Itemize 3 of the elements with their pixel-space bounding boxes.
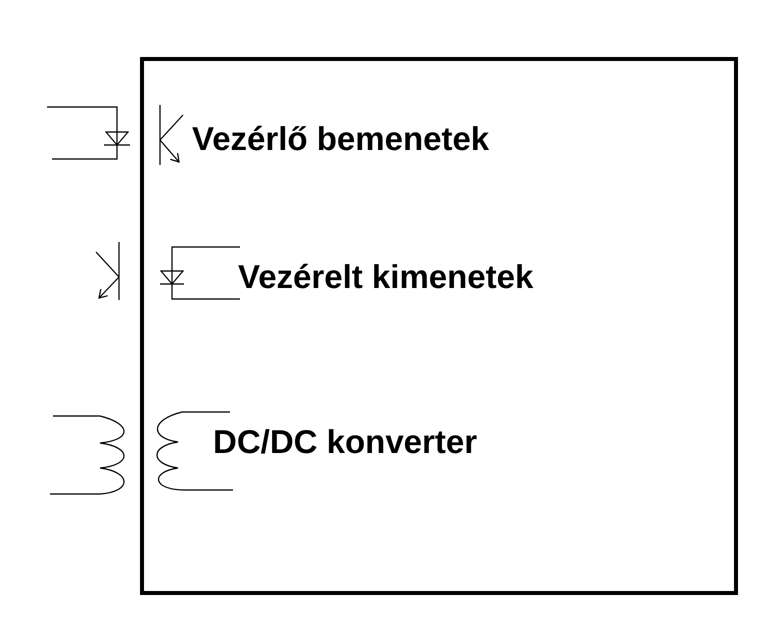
section-label: Vezérelt kimenetek — [238, 260, 534, 293]
section-label: DC/DC konverter — [213, 425, 478, 458]
section-label: Vezérlő bemenetek — [192, 122, 490, 155]
